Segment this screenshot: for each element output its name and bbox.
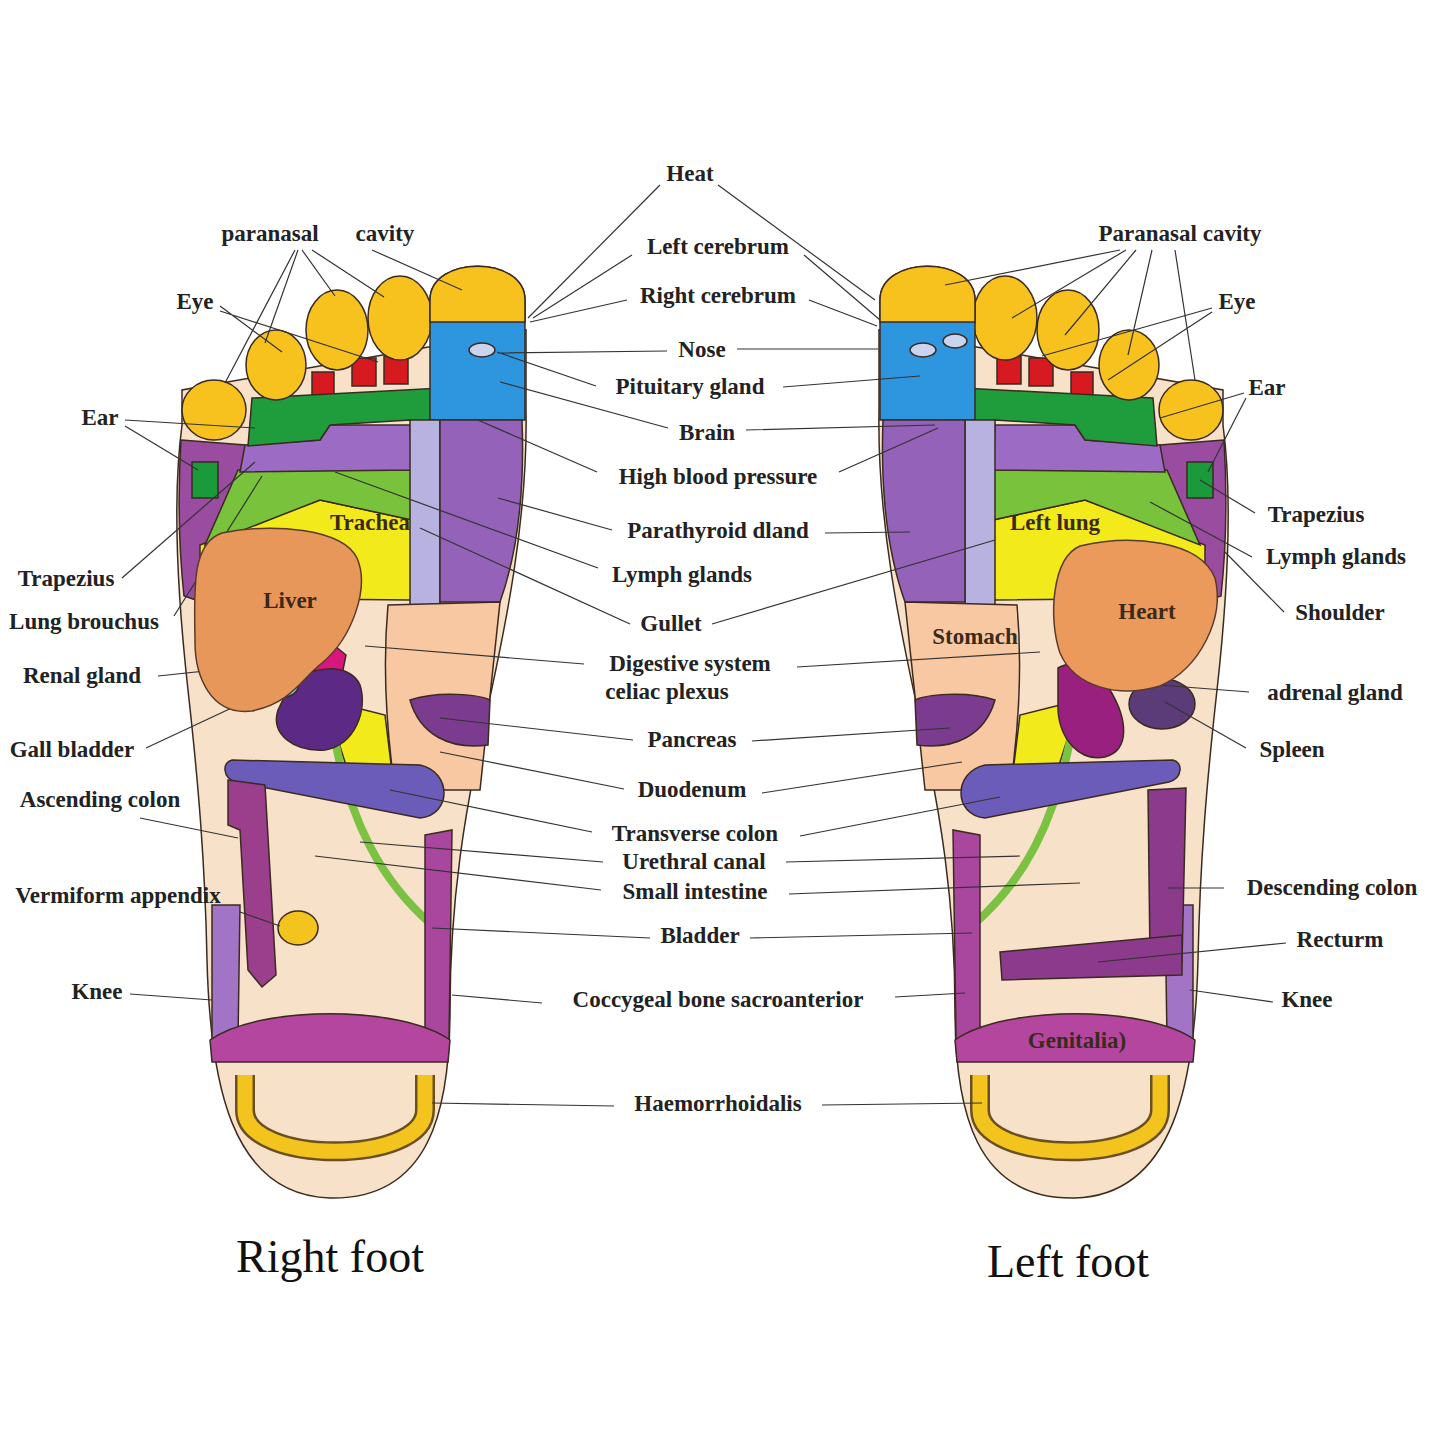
part-label: Heat	[666, 161, 713, 187]
part-label: Parathyroid dland	[627, 518, 809, 544]
part-label: Eye	[1218, 289, 1255, 315]
part-label: Lymph glands	[612, 562, 752, 588]
part-label: Eye	[176, 289, 213, 315]
part-label: Trapezius	[18, 566, 115, 592]
part-label: Descending colon	[1247, 875, 1418, 901]
part-label: High blood pressure	[619, 464, 818, 490]
rectum	[1000, 935, 1182, 980]
part-label: Left cerebrum	[647, 234, 789, 260]
organ-outline	[195, 528, 362, 711]
organ-region: Genitalia)	[1024, 1024, 1130, 1058]
organ-name: Stomach	[932, 624, 1018, 650]
part-label: Nose	[678, 337, 725, 363]
foot-caption: Left foot	[987, 1236, 1149, 1289]
organ-name: Genitalia)	[1028, 1028, 1126, 1054]
part-label: Trapezius	[1268, 502, 1365, 528]
part-label: Pituitary gland	[616, 374, 765, 400]
organ-name: Liver	[263, 588, 317, 614]
pituitary-oval	[943, 334, 967, 348]
part-label: Urethral canal	[622, 849, 765, 875]
part-label: Spleen	[1259, 737, 1324, 763]
part-label: Ascending colon	[20, 787, 180, 813]
organ-region: Left lung	[1006, 506, 1104, 540]
part-label: paranasal	[221, 221, 318, 247]
organ-region: Heart	[1050, 538, 1220, 693]
organ-region: Liver	[192, 528, 364, 713]
part-label: Brain	[679, 420, 735, 446]
part-label: Bladder	[660, 923, 739, 949]
part-label: Lymph glands	[1266, 544, 1406, 570]
part-label: Ear	[1248, 375, 1285, 401]
part-label: celiac plexus	[605, 679, 728, 705]
part-label: Small intestine	[622, 879, 767, 905]
part-label: adrenal gland	[1267, 680, 1403, 706]
part-label: cavity	[356, 221, 415, 247]
part-label: Knee	[71, 979, 122, 1005]
appendix	[278, 911, 318, 945]
part-label: Transverse colon	[612, 821, 778, 847]
part-label: Knee	[1281, 987, 1332, 1013]
part-label: Digestive system	[609, 651, 771, 677]
part-label: Vermiform appendix	[15, 883, 221, 909]
part-label: Haemorrhoidalis	[634, 1091, 801, 1117]
organ-shape	[192, 528, 364, 713]
ascending-colon	[228, 780, 276, 987]
part-label: Paranasal cavity	[1099, 221, 1262, 247]
part-label: Gall bladder	[10, 737, 135, 763]
organ-name: Trachea	[330, 510, 410, 536]
part-label: Lung brouchus	[9, 609, 159, 635]
part-label: Duodenum	[638, 777, 747, 803]
foot-caption: Right foot	[236, 1231, 424, 1284]
part-label: Gullet	[640, 611, 701, 637]
part-label: Coccygeal bone sacroanterior	[573, 987, 864, 1013]
leader-line	[122, 185, 1286, 1106]
organ-region: Trachea	[326, 506, 414, 540]
organ-name: Left lung	[1010, 510, 1100, 536]
organ-outline	[1054, 540, 1218, 690]
right-foot	[177, 266, 526, 1198]
organ-region: Stomach	[928, 620, 1022, 654]
part-label: Ear	[81, 405, 118, 431]
part-label: Shoulder	[1295, 600, 1384, 626]
part-label: Right cerebrum	[640, 283, 796, 309]
part-label: Renal gland	[23, 663, 141, 689]
organ-name: Heart	[1118, 599, 1175, 625]
part-label: Recturm	[1297, 927, 1384, 953]
left-foot	[879, 266, 1228, 1198]
part-label: Pancreas	[647, 727, 736, 753]
